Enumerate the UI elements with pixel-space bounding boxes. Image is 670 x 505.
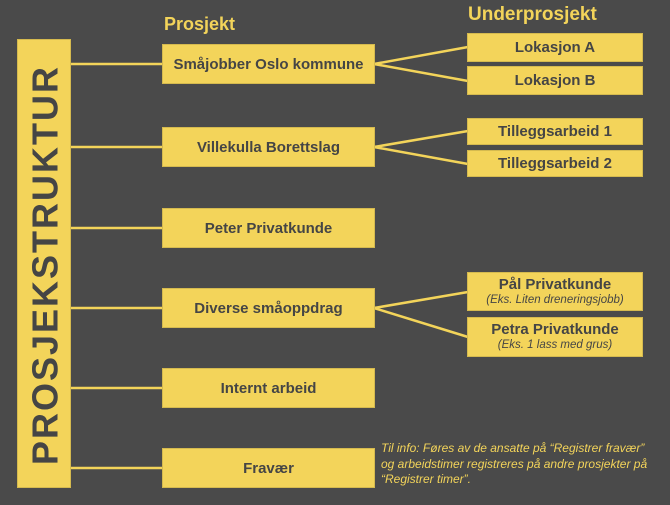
- project-box-villekulla: Villekulla Borettslag: [162, 127, 375, 167]
- connector-villekulla-tillegg-2: [373, 145, 469, 166]
- project-label: Internt arbeid: [220, 379, 317, 397]
- project-label: Småjobber Oslo kommune: [173, 55, 364, 73]
- subproject-subtitle: (Eks. Liten dreneringsjobb): [486, 293, 624, 306]
- project-label: Diverse småoppdrag: [194, 299, 343, 317]
- project-box-fravaer: Fravær: [162, 448, 375, 488]
- project-label: Villekulla Borettslag: [196, 138, 341, 156]
- project-label: Peter Privatkunde: [204, 219, 333, 237]
- structure-title-bar: PROSJEKSTRUKTUR: [17, 39, 71, 488]
- subproject-subtitle: (Eks. 1 lass med grus): [497, 339, 613, 352]
- subproject-title: Petra Privatkunde: [491, 321, 619, 339]
- connector-smajobber-lokasjon-a: [373, 45, 469, 66]
- subproject-box-lokasjon-b: Lokasjon B: [467, 66, 643, 95]
- subproject-box-tillegg-1: Tilleggsarbeid 1: [467, 118, 643, 145]
- subprojects-column-header: Underprosjekt: [468, 4, 597, 25]
- subproject-title: Lokasjon B: [514, 72, 596, 89]
- connector-smajobber-lokasjon-b: [373, 62, 469, 83]
- subproject-title: Pål Privatkunde: [498, 275, 612, 293]
- connector-diverse-paal: [373, 290, 469, 310]
- subproject-title: Lokasjon A: [514, 39, 596, 56]
- subproject-title: Tilleggsarbeid 2: [498, 155, 612, 172]
- project-box-peter: Peter Privatkunde: [162, 208, 375, 248]
- connector-villekulla-tillegg-1: [373, 129, 469, 149]
- subproject-box-petra: Petra Privatkunde (Eks. 1 lass med grus): [467, 317, 643, 357]
- connector-diverse-petra: [373, 306, 469, 339]
- subproject-box-lokasjon-a: Lokasjon A: [467, 33, 643, 62]
- structure-title: PROSJEKSTRUKTUR: [24, 64, 65, 465]
- project-label: Fravær: [243, 459, 294, 477]
- project-box-smajobber: Småjobber Oslo kommune: [162, 44, 375, 84]
- subproject-box-tillegg-2: Tilleggsarbeid 2: [467, 150, 643, 177]
- project-box-diverse: Diverse småoppdrag: [162, 288, 375, 328]
- info-note: Til info: Føres av de ansatte på “Regist…: [381, 441, 648, 487]
- projects-column-header: Prosjekt: [164, 14, 236, 34]
- project-box-internt: Internt arbeid: [162, 368, 375, 408]
- subproject-title: Tilleggsarbeid 1: [498, 123, 612, 140]
- subproject-box-paal: Pål Privatkunde (Eks. Liten dreneringsjo…: [467, 272, 643, 311]
